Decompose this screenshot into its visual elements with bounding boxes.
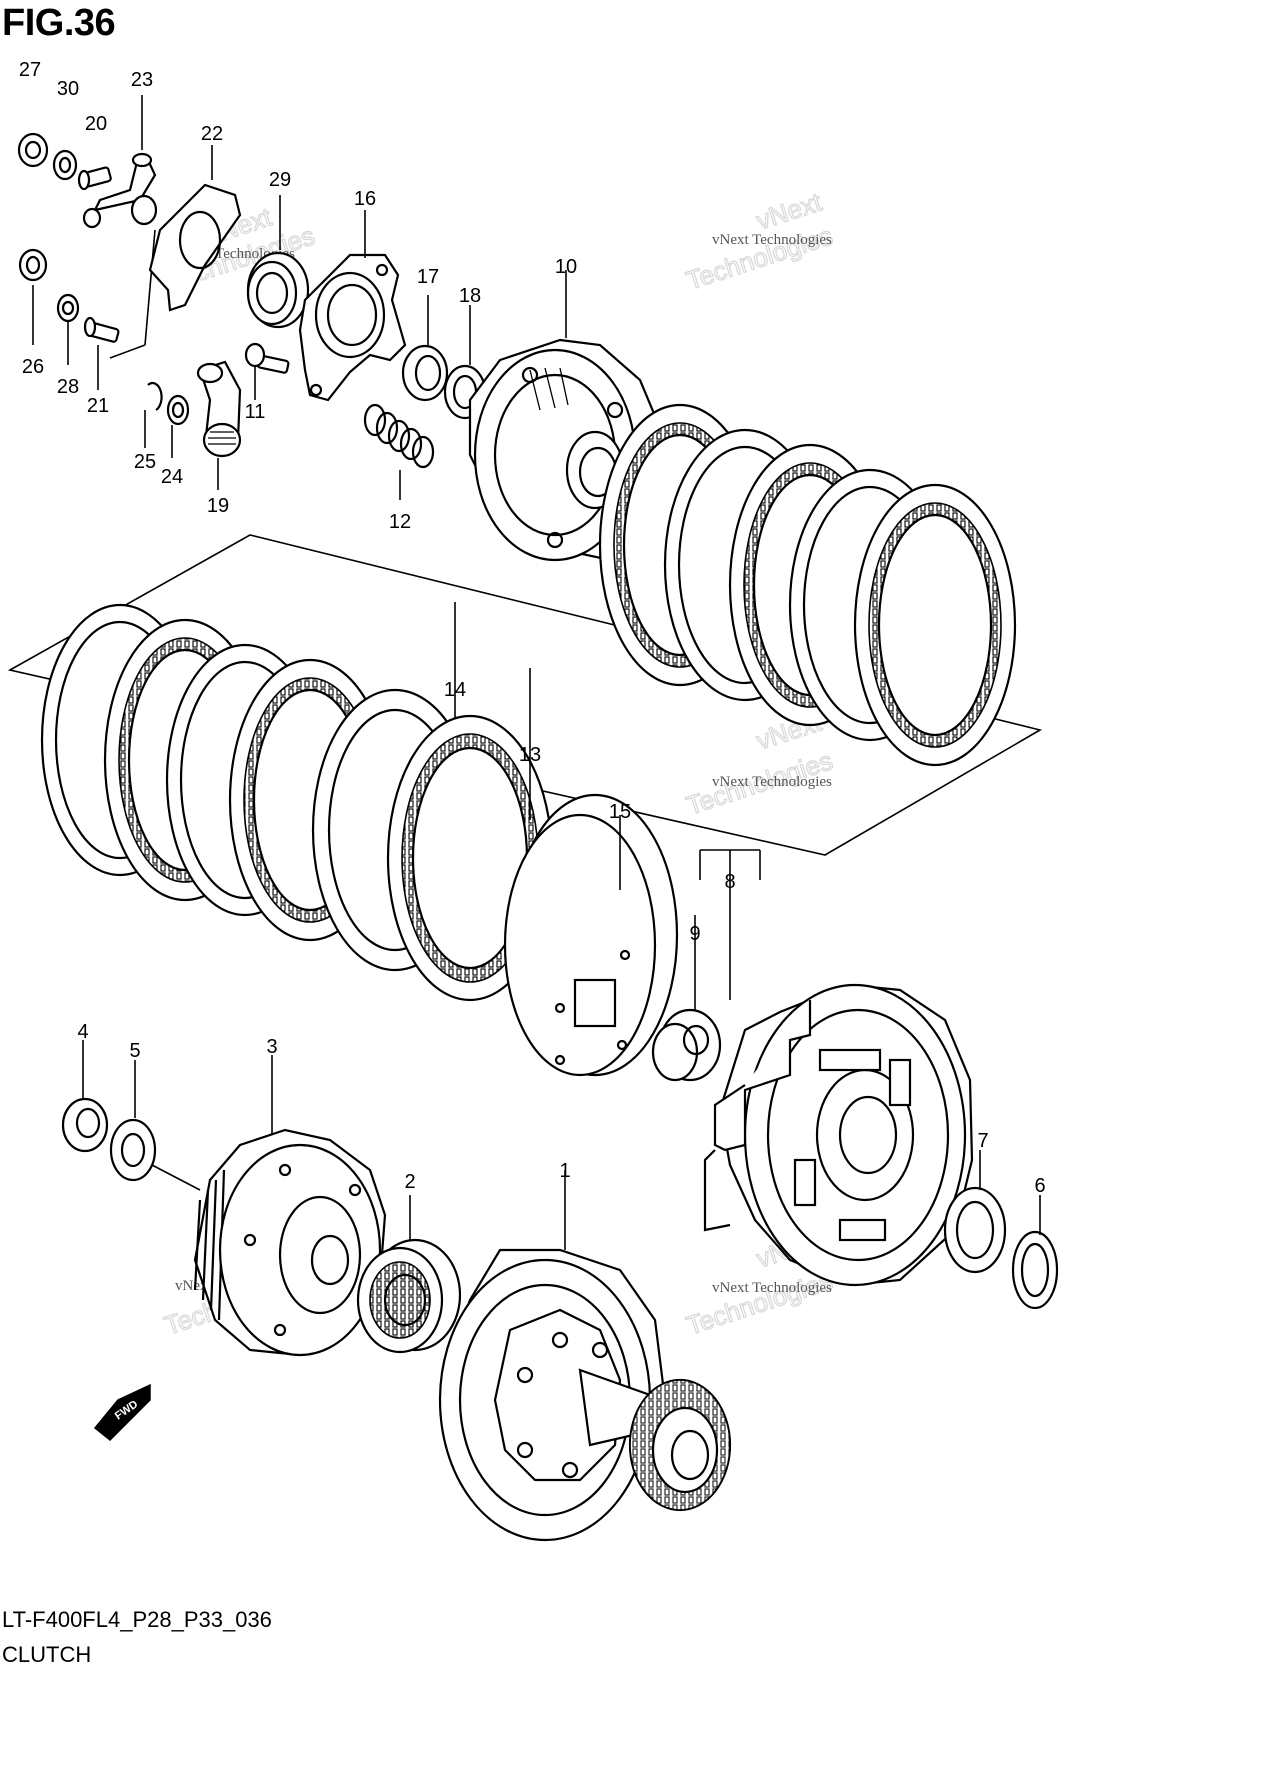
callout-8: 8 [724,871,735,893]
callout-2: 2 [404,1171,415,1193]
nut-27 [17,132,49,168]
washer-7 [943,1150,1007,1274]
watermark: vNext Technologies [712,1280,832,1296]
centrifugal-clutch-3 [151,1055,387,1357]
callout-23: 23 [131,69,153,91]
bolt-21 [83,316,120,390]
callout-labels: 27 30 20 23 22 29 16 17 18 10 26 28 21 1… [19,59,1046,1197]
spacer-9 [651,915,722,1082]
one-way-clutch-2 [356,1195,462,1354]
callout-16: 16 [354,188,376,210]
washer-5 [109,1060,157,1182]
circlip-25 [144,382,163,448]
callout-29: 29 [269,169,291,191]
watermark: Technologies [683,1265,837,1340]
clutch-drum-1 [438,1170,732,1542]
bearing-29 [246,195,310,329]
clutch-lifter-16 [298,210,407,402]
callout-1: 1 [559,1160,570,1182]
callout-30: 30 [57,78,79,100]
figure-name: CLUTCH [2,1642,92,1667]
callout-18: 18 [459,285,481,307]
release-arm-19 [196,360,242,490]
figure-code: LT-F400FL4_P28_P33_036 [2,1607,272,1632]
figure-title: FIG.36 [2,2,116,44]
callout-10: 10 [555,256,577,278]
fwd-arrow-icon: FWD [93,1383,151,1442]
callout-11: 11 [245,401,266,423]
clutch-plate-15 [503,793,679,1077]
callout-12: 12 [389,511,411,533]
callout-6: 6 [1034,1175,1045,1197]
washer-28 [56,293,80,365]
nut-4 [61,1040,109,1153]
watermark: vNext Technologies [712,774,832,790]
callout-3: 3 [266,1036,277,1058]
release-lever-23 [82,95,158,359]
callout-27: 27 [19,59,41,81]
washer-24 [166,394,190,458]
nut-26 [18,248,48,345]
clutch-springs-12 [363,403,435,500]
release-plate-22 [148,145,242,312]
callout-4: 4 [77,1021,88,1043]
bolt-20 [77,166,112,191]
plate-stack-lower [40,602,554,1002]
callout-14: 14 [444,679,466,701]
callout-24: 24 [161,466,183,488]
callout-26: 26 [22,356,44,378]
plate-stack-upper [598,403,1017,767]
callout-20: 20 [85,113,107,135]
callout-7: 7 [977,1130,988,1152]
callout-5: 5 [129,1040,140,1062]
callout-19: 19 [207,495,229,517]
bolt-11 [244,342,290,400]
plate-pack-bracket [7,534,1043,856]
callout-15: 15 [609,801,631,823]
callout-17: 17 [417,266,439,288]
clutch-housing-8 [699,849,974,1287]
callout-21: 21 [87,395,109,417]
callout-9: 9 [689,923,700,945]
callout-13: 13 [519,744,541,766]
bearing-17 [401,295,449,402]
circlip-6 [1011,1195,1059,1310]
watermark: vNext Technologies [712,232,832,248]
callout-28: 28 [57,376,79,398]
callout-22: 22 [201,123,223,145]
callout-25: 25 [134,451,156,473]
washer-30 [52,149,78,181]
